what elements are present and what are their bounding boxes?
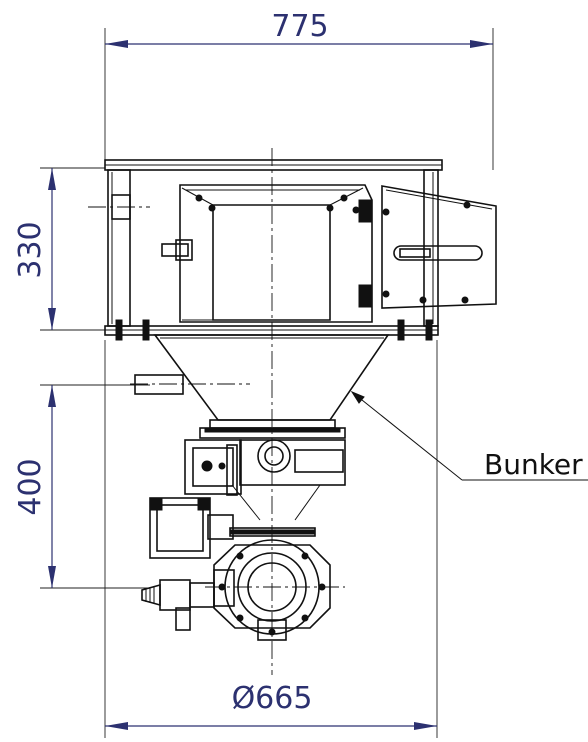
bunker-label: Bunker <box>484 448 583 481</box>
top-frame <box>104 159 443 341</box>
center-lines <box>88 148 345 675</box>
dimension-lower-height: 400 <box>13 384 150 589</box>
dimension-top-width-label: 775 <box>271 9 328 44</box>
bunker-leader: Bunker <box>350 390 588 481</box>
central-door <box>161 184 373 323</box>
dimension-bottom-diameter: Ø665 <box>104 340 438 738</box>
right-side-door <box>381 185 497 309</box>
dimension-frame-height-label: 330 <box>13 221 48 278</box>
dimension-frame-height: 330 <box>13 167 105 331</box>
bunker-cone <box>134 334 390 421</box>
motor-gearbox <box>141 497 234 631</box>
outlet-flange <box>199 419 346 439</box>
slide-valve <box>184 439 346 521</box>
valve-body <box>213 527 331 641</box>
dimension-top-width: 775 <box>104 9 494 170</box>
dimension-bottom-diameter-label: Ø665 <box>232 681 313 716</box>
dimension-lower-height-label: 400 <box>13 458 48 515</box>
